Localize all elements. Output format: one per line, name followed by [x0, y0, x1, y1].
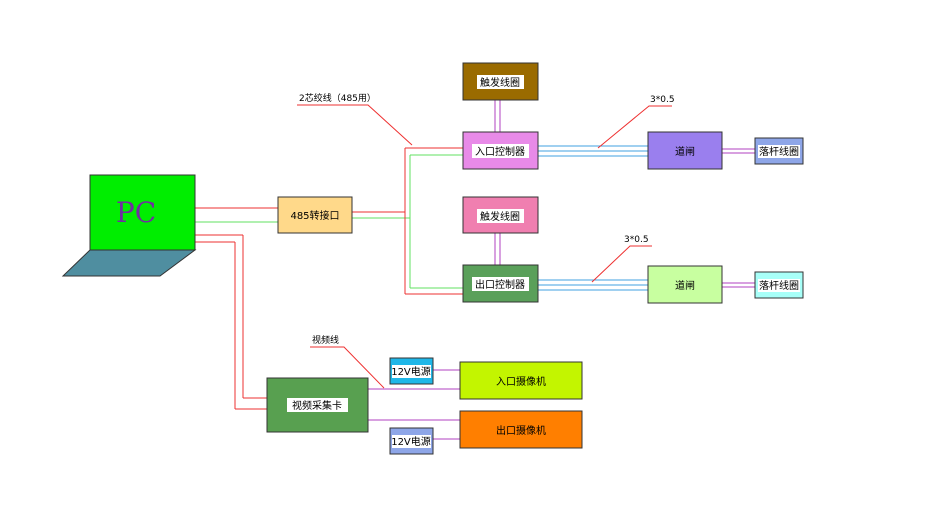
exit-gate: 道闸	[647, 265, 723, 304]
video-cable-note: 视频线	[312, 334, 339, 346]
rs485-converter: 485转接口	[277, 196, 353, 234]
exit-camera: 出口摄像机	[459, 410, 583, 449]
exit-cable-note: 3*0.5	[624, 235, 649, 245]
connections	[195, 100, 755, 440]
exit-controller-label-bg	[472, 277, 529, 291]
rs485-note-leader	[297, 104, 413, 146]
exit-controller: 出口控制器	[462, 264, 539, 303]
capture-card: 视频采集卡	[266, 377, 369, 433]
entry-gate-label: 道闸	[675, 145, 695, 158]
exit-power: 12V电源	[389, 427, 434, 455]
exit-camera-label: 出口摄像机	[496, 424, 546, 437]
entry-drop-coil: 落杆线圈	[754, 137, 804, 165]
entry-drop-coil-label: 落杆线圈	[759, 145, 799, 158]
exit-camera-box	[459, 410, 583, 449]
exit-power-label-bg	[392, 435, 431, 448]
pc-laptop: PC	[61, 174, 197, 277]
exit-controller-label: 出口控制器	[475, 278, 525, 291]
entry-camera-box	[459, 361, 583, 400]
entry-gate: 道闸	[647, 131, 723, 170]
entry-trigger-coil-label-bg	[477, 75, 524, 89]
entry-power-label-bg	[392, 365, 431, 378]
exit-drop-coil-label: 落杆线圈	[759, 279, 799, 292]
entry-power: 12V电源	[389, 357, 434, 385]
entry-camera: 入口摄像机	[459, 361, 583, 400]
exit-drop-coil: 落杆线圈	[754, 271, 804, 299]
pc-keyboard-base	[61, 249, 197, 277]
entry-drop-coil-label-bg	[758, 145, 800, 158]
exit-trigger-coil-label: 触发线圈	[480, 210, 520, 223]
capture-card-label: 视频采集卡	[292, 399, 342, 412]
rs485-converter-label: 485转接口	[290, 209, 339, 222]
entry-cable-note: 3*0.5	[650, 95, 675, 105]
entry-trigger-coil: 触发线圈	[462, 62, 539, 101]
rs485-converter-box	[277, 196, 353, 234]
entry-controller-label: 入口控制器	[475, 145, 525, 158]
exit-gate-label: 道闸	[675, 279, 695, 292]
entry-trigger-coil-label: 触发线圈	[480, 76, 520, 89]
capture-card-label-bg	[287, 398, 348, 412]
exit-cable-note-leader	[591, 245, 652, 283]
exit-drop-coil-label-bg	[758, 279, 800, 292]
exit-trigger-coil: 触发线圈	[462, 196, 539, 234]
exit-gate-box	[647, 265, 723, 304]
pc-screen	[89, 174, 196, 251]
entry-gate-box	[647, 131, 723, 170]
exit-trigger-coil-box	[462, 196, 539, 234]
annotation-leaders	[297, 104, 672, 389]
entry-power-label: 12V电源	[391, 365, 431, 378]
entry-cable-note-leader	[597, 105, 672, 149]
entry-controller: 入口控制器	[462, 131, 539, 170]
exit-power-label: 12V电源	[391, 435, 431, 448]
pc-label: PC	[116, 196, 156, 229]
entry-controller-label-bg	[472, 144, 529, 158]
entry-camera-label: 入口摄像机	[496, 375, 546, 388]
rs485-cable-note: 2芯绞线（485用）	[299, 92, 376, 104]
video-note-leader	[310, 346, 385, 389]
exit-trigger-coil-label-bg	[477, 209, 524, 223]
